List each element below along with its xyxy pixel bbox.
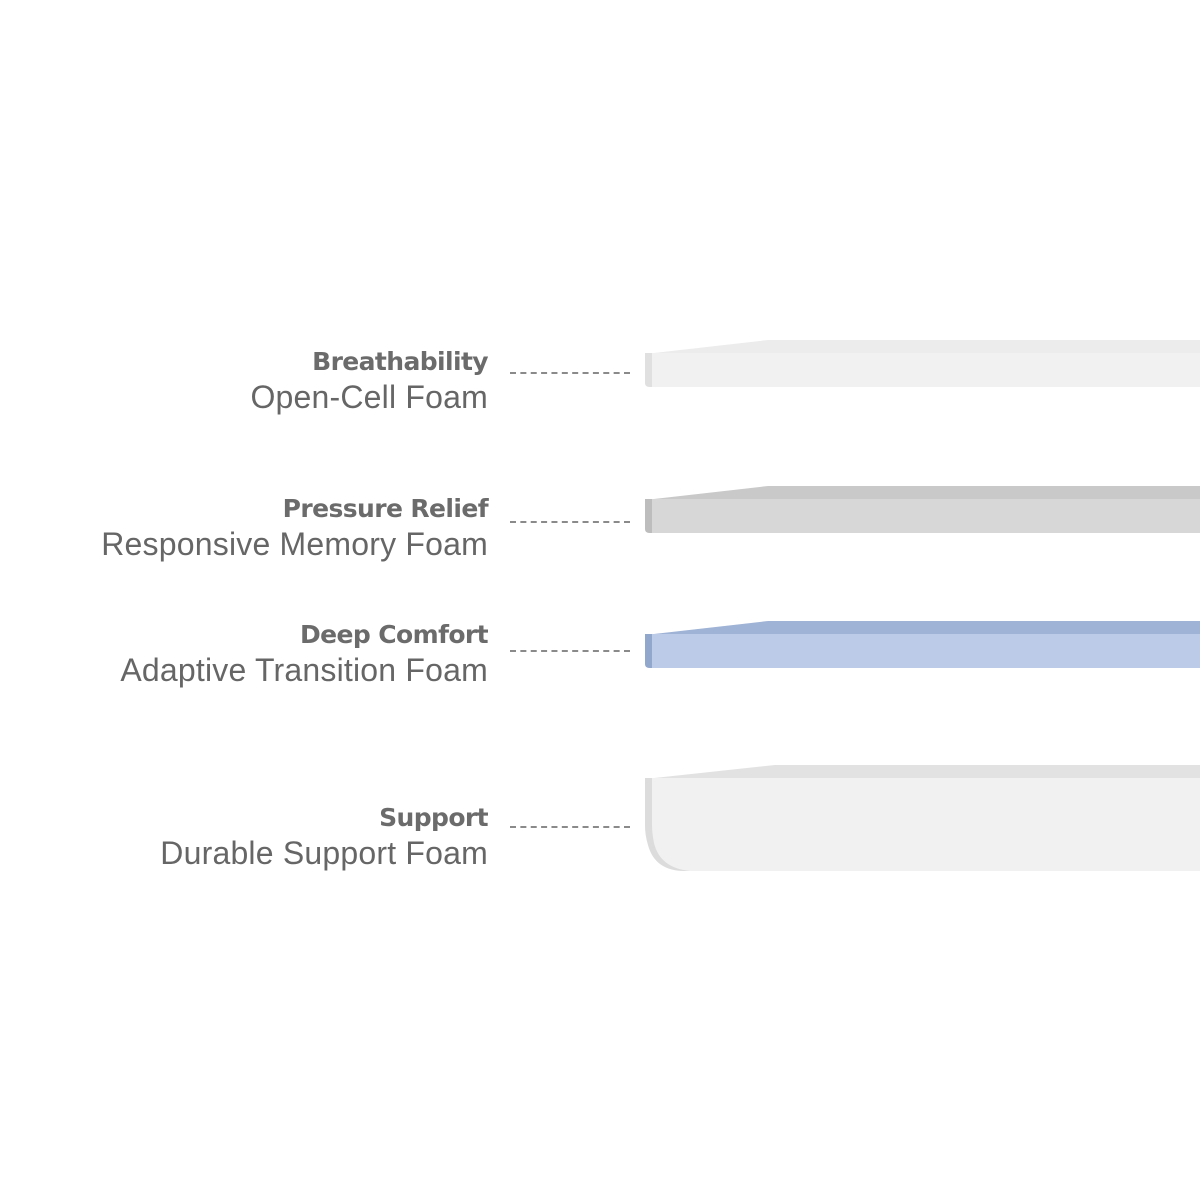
foam-layer-deep-comfort xyxy=(645,621,1200,668)
layer-subtitle: Durable Support Foam xyxy=(160,835,488,871)
layer-label-pressure-relief: Pressure Relief Responsive Memory Foam xyxy=(101,494,488,564)
layer-label-support: Support Durable Support Foam xyxy=(160,803,488,873)
foam-layer-pressure-relief xyxy=(645,486,1200,533)
layer-title: Deep Comfort xyxy=(300,620,489,649)
layer-title: Breathability xyxy=(312,347,488,376)
layer-subtitle: Adaptive Transition Foam xyxy=(120,652,488,688)
foam-layer-breathability xyxy=(645,340,1200,387)
layer-title: Support xyxy=(379,803,488,832)
foam-layer-support xyxy=(645,765,1200,871)
leader-line-deep-comfort xyxy=(510,650,630,652)
layer-subtitle: Open-Cell Foam xyxy=(250,379,488,415)
layer-label-deep-comfort: Deep Comfort Adaptive Transition Foam xyxy=(120,620,488,690)
layer-title: Pressure Relief xyxy=(282,494,489,523)
leader-line-pressure-relief xyxy=(510,521,630,523)
layer-subtitle: Responsive Memory Foam xyxy=(101,526,488,562)
leader-line-breathability xyxy=(510,372,630,374)
leader-line-support xyxy=(510,826,630,828)
layer-label-breathability: Breathability Open-Cell Foam xyxy=(250,347,488,417)
